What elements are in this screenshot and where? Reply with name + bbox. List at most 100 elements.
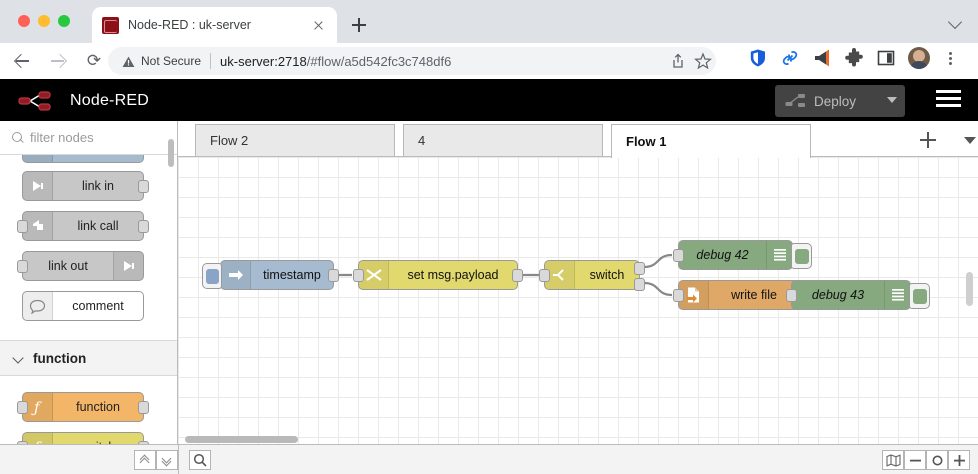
navigator-button[interactable] xyxy=(882,450,904,470)
link-in-icon xyxy=(23,172,53,200)
flow-node-label: switch xyxy=(589,268,625,282)
window-maximize-button[interactable] xyxy=(58,15,70,27)
omnibox-divider xyxy=(210,53,212,69)
palette-node-link-in[interactable]: link in xyxy=(22,171,149,201)
browser-tab-strip-area: Node-RED : uk-server xyxy=(0,0,978,43)
flow-node-write-file[interactable]: write file xyxy=(673,280,805,310)
window-close-button[interactable] xyxy=(18,15,30,27)
switch-branch-icon xyxy=(545,261,575,289)
side-panel-icon[interactable] xyxy=(876,48,896,68)
collapse-all-button[interactable] xyxy=(134,450,156,470)
browser-tab-nodered[interactable]: Node-RED : uk-server xyxy=(92,7,337,43)
browser-tab-title: Node-RED : uk-server xyxy=(128,18,251,32)
palette-node-label: function xyxy=(76,400,120,414)
flow-tab-flow-1[interactable]: Flow 1 xyxy=(611,124,811,158)
palette-node-comment[interactable]: comment xyxy=(22,291,144,321)
reload-button[interactable]: ⟳ xyxy=(86,51,102,70)
input-port[interactable] xyxy=(673,289,684,302)
switch-icon: ƒ xyxy=(23,433,53,444)
new-tab-button[interactable] xyxy=(345,11,373,39)
change-shuffle-icon xyxy=(359,261,389,289)
debug-lines-icon xyxy=(884,281,910,309)
input-port[interactable] xyxy=(17,260,28,273)
flow-tab-label: 4 xyxy=(418,133,426,148)
palette-node-link-call[interactable]: link call xyxy=(17,211,149,241)
flow-tab-flow-2[interactable]: Flow 2 xyxy=(195,124,395,156)
palette-node-function[interactable]: ƒ function xyxy=(17,392,149,422)
input-port[interactable] xyxy=(17,401,28,414)
share-icon[interactable] xyxy=(670,53,686,69)
flow-tab-4[interactable]: 4 xyxy=(403,124,603,156)
input-port[interactable] xyxy=(539,269,550,282)
output-port[interactable] xyxy=(138,180,149,193)
app-title: Node-RED xyxy=(70,92,149,109)
palette-node-link-out[interactable]: link out xyxy=(17,251,144,281)
debug-enable-button[interactable] xyxy=(791,243,812,269)
input-port[interactable] xyxy=(353,269,364,282)
extensions-tray xyxy=(748,47,958,69)
palette-node-label: comment xyxy=(72,299,124,313)
hamburger-menu-icon[interactable] xyxy=(936,90,961,110)
palette-category-function[interactable]: function xyxy=(0,340,177,376)
filter-nodes-input[interactable]: filter nodes xyxy=(30,130,94,145)
flow-node-inject-timestamp[interactable]: timestamp xyxy=(202,260,339,290)
deploy-chevron-down-icon[interactable] xyxy=(887,97,897,103)
output-port[interactable] xyxy=(138,441,149,444)
address-bar[interactable]: Not Secure uk-server:2718/#flow/a5d542fc… xyxy=(108,47,716,75)
bookmark-star-icon[interactable] xyxy=(694,52,712,70)
output-port-2[interactable] xyxy=(634,278,645,291)
output-port[interactable] xyxy=(138,401,149,414)
flow-node-label: debug 43 xyxy=(811,288,865,302)
flow-menu-chevron-down-icon[interactable] xyxy=(964,137,976,144)
extensions-puzzle-icon[interactable] xyxy=(844,48,864,68)
input-port[interactable] xyxy=(673,249,684,262)
flow-node-debug-42[interactable]: debug 42 xyxy=(673,240,812,270)
canvas-horizontal-scrollbar[interactable] xyxy=(185,436,298,443)
input-port[interactable] xyxy=(17,220,28,233)
palette-filter-row[interactable]: filter nodes xyxy=(0,121,177,155)
zoom-in-button[interactable] xyxy=(948,450,970,470)
flow-node-debug-43[interactable]: debug 43 xyxy=(786,280,930,310)
zoom-out-button[interactable] xyxy=(904,450,926,470)
palette-node-switch[interactable]: ƒ switch xyxy=(17,432,149,444)
add-flow-icon[interactable] xyxy=(920,132,936,148)
input-port[interactable] xyxy=(786,289,797,302)
input-port[interactable] xyxy=(17,441,28,444)
flow-node-switch[interactable]: switch xyxy=(539,260,645,291)
megaphone-icon[interactable] xyxy=(812,48,832,68)
output-port[interactable] xyxy=(138,220,149,233)
bitwarden-shield-icon[interactable] xyxy=(748,48,768,68)
expand-all-button[interactable] xyxy=(156,450,178,470)
search-flows-button[interactable] xyxy=(189,450,211,470)
tab-list-chevron-down-icon[interactable] xyxy=(948,13,964,29)
canvas-vertical-scrollbar[interactable] xyxy=(966,272,973,306)
palette-node-label: link out xyxy=(48,259,88,273)
forward-button[interactable] xyxy=(44,47,72,75)
deploy-icon xyxy=(785,93,807,109)
output-port[interactable] xyxy=(512,269,523,282)
zoom-reset-button[interactable] xyxy=(926,450,948,470)
chevrons-down-icon xyxy=(162,456,173,465)
profile-avatar[interactable] xyxy=(908,47,930,69)
svg-text:ƒ: ƒ xyxy=(31,439,42,445)
debug-enable-button[interactable] xyxy=(909,283,930,309)
window-minimize-button[interactable] xyxy=(38,15,50,27)
back-button[interactable] xyxy=(8,47,36,75)
flow-canvas[interactable]: timestamp set msg.payload switch xyxy=(178,157,978,444)
function-f-icon: ƒ xyxy=(23,393,53,421)
link-chain-icon[interactable] xyxy=(780,48,800,68)
chrome-menu-kebab-icon[interactable] xyxy=(942,48,958,68)
palette-scrollbar[interactable] xyxy=(168,139,174,167)
flow-tab-bar: Flow 2 4 Flow 1 xyxy=(178,121,978,158)
palette-node-label: switch xyxy=(53,440,143,444)
palette-node-partial[interactable] xyxy=(22,155,144,163)
url-text: uk-server:2718/#flow/a5d542fc3c748df6 xyxy=(220,54,451,69)
inject-trigger-button[interactable] xyxy=(202,263,222,289)
flow-node-change-set-msg-payload[interactable]: set msg.payload xyxy=(353,260,523,290)
close-tab-icon[interactable] xyxy=(309,16,327,34)
flow-tab-label: Flow 1 xyxy=(626,134,667,149)
deploy-button[interactable]: Deploy xyxy=(775,85,905,117)
output-port[interactable] xyxy=(328,269,339,282)
output-port-1[interactable] xyxy=(634,262,645,275)
